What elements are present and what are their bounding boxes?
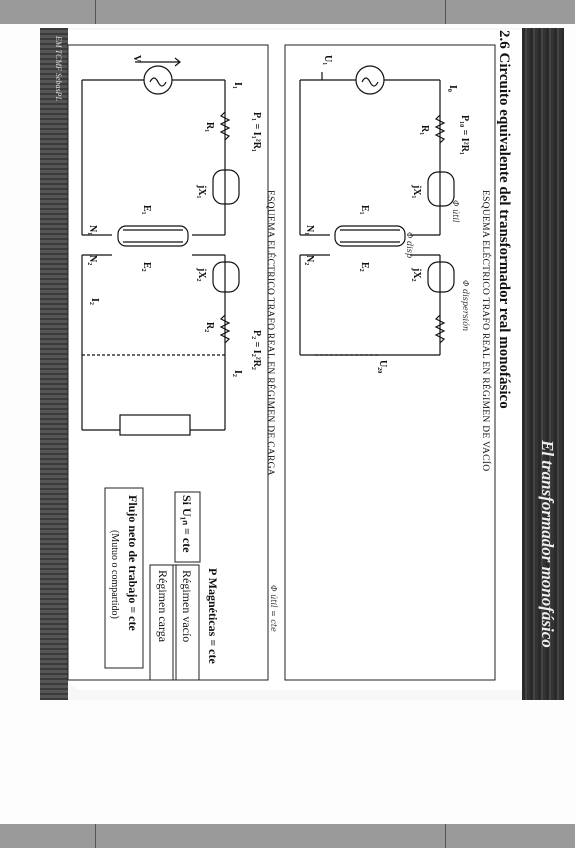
carga-r2-label: R₂	[204, 322, 215, 333]
carga-source-label: V	[131, 55, 142, 63]
vacio-current-label: I₀	[447, 85, 458, 92]
carga-r1-label: R₁	[204, 122, 215, 133]
p-magneticas-label: P Magnéticas = cte	[206, 568, 220, 664]
circuit-carga	[81, 57, 240, 436]
vacio-n2-label: N₂	[304, 255, 315, 266]
vacio-frame	[284, 44, 496, 681]
vacio-e2-label: E₂	[359, 262, 370, 272]
phi-util-cte-note: Φ útil = cte	[269, 585, 278, 632]
carga-drop1-label: P₁ = I₁²R₁	[251, 112, 262, 152]
slide-content-panel	[68, 30, 522, 690]
vacio-source-label: U₁	[322, 55, 333, 66]
carga-n1-label: N₁	[87, 225, 98, 236]
carga-jx2-label: jX₂	[196, 268, 207, 282]
vacio-r1-label: R₁	[419, 125, 430, 136]
vacio-note-dispersion: Φ dispersión	[461, 280, 470, 332]
vacio-output-label: U₂₀	[377, 360, 388, 374]
vacio-diagram-label: ESQUEMA ELÉCTRICO TRAFO REAL EN RÉGIMEN …	[480, 190, 490, 472]
carga-current1-label: I₁	[232, 82, 243, 89]
carga-jx1-label: jX₁	[196, 185, 207, 199]
circuit-vacio	[299, 65, 455, 356]
regimen-vacio-label: Régimen vacío	[180, 570, 194, 643]
carga-e2-label: E₂	[141, 262, 152, 272]
vacio-note-util: Φ útil	[451, 200, 460, 223]
scanner-top-band	[0, 0, 575, 24]
flujo-label: Flujo neto de trabajo = cte	[126, 495, 140, 631]
carga-diagram-label: ESQUEMA ELÉCTRICO TRAFO REAL EN RÉGIMEN …	[265, 190, 275, 476]
scanner-bottom-band	[0, 824, 575, 848]
vacio-jx2-label: jX₂	[411, 268, 422, 282]
flujo-sub-label: (Mutuo o compartido)	[109, 530, 120, 619]
vacio-note-disp: Φ disp	[405, 232, 414, 259]
vacio-e1-label: E₁	[359, 205, 370, 215]
regimen-carga-label: Régimen carga	[156, 570, 170, 643]
vacio-jx1-label: jX₁	[411, 185, 422, 199]
slide-left-border	[40, 28, 68, 700]
condition-label: Si U₁ₙ = cte	[180, 495, 194, 553]
carga-n2-label: N₂	[87, 255, 98, 266]
vacio-drop-label: P₁₀ = I²R₁	[459, 115, 470, 155]
carga-load-current-label: I₂	[89, 298, 100, 305]
carga-drop2-label: P₂ = I₂²R₂	[251, 330, 262, 370]
carga-current2-label: I₂	[232, 370, 243, 377]
carga-e1-label: E₁	[141, 205, 152, 215]
vacio-n1-label: N₁	[304, 225, 315, 236]
slide-title-bar	[522, 28, 564, 700]
